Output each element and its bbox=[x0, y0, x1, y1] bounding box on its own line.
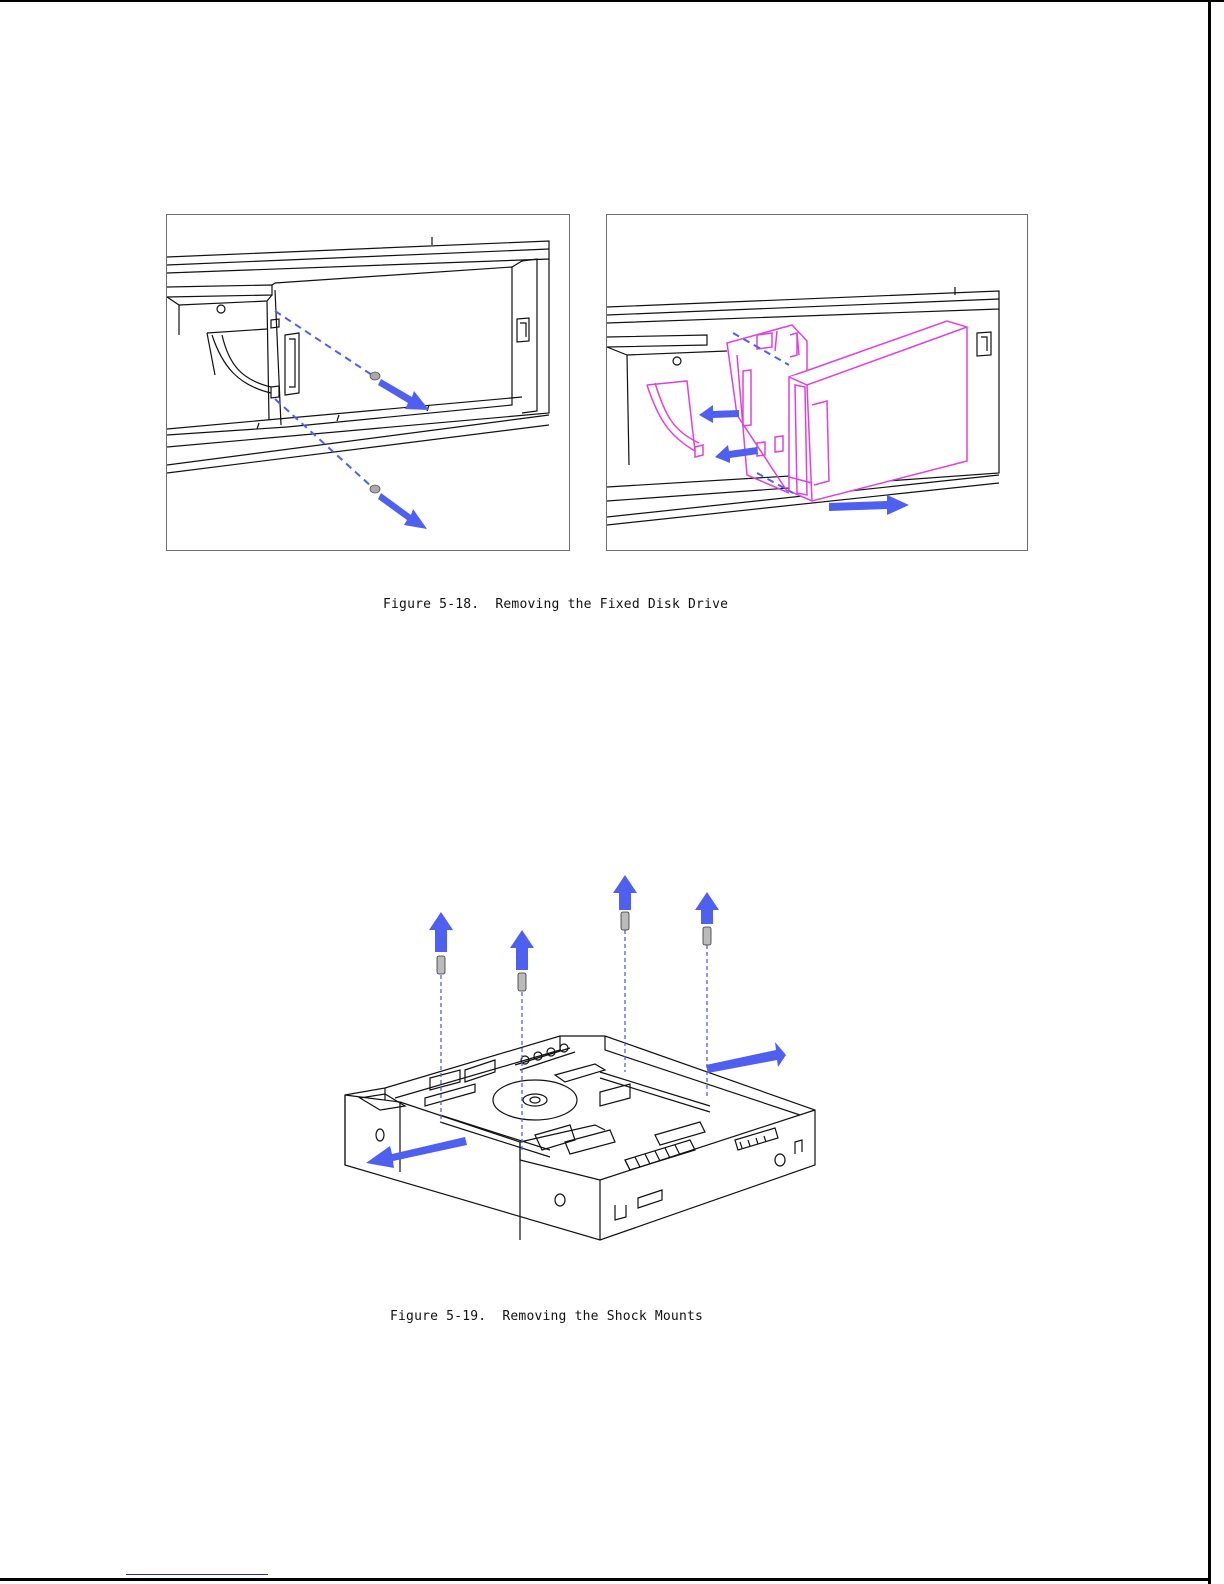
drive-removal-illustration bbox=[607, 215, 1027, 550]
figure-5-18-caption: Figure 5-18. Removing the Fixed Disk Dri… bbox=[383, 597, 728, 612]
footer-link-underline[interactable] bbox=[126, 1574, 268, 1575]
figure-5-18-right-panel bbox=[606, 214, 1028, 551]
drive-bay-illustration bbox=[167, 215, 569, 550]
page-border-right bbox=[1208, 0, 1211, 1584]
figure-5-18-left-panel bbox=[166, 214, 570, 551]
page-border-bottom bbox=[0, 1578, 1211, 1581]
page-border-top bbox=[0, 0, 1224, 2]
figure-5-19-caption: Figure 5-19. Removing the Shock Mounts bbox=[390, 1309, 703, 1324]
figure-5-19-illustration bbox=[330, 860, 850, 1260]
shock-mount-illustration bbox=[330, 860, 850, 1260]
